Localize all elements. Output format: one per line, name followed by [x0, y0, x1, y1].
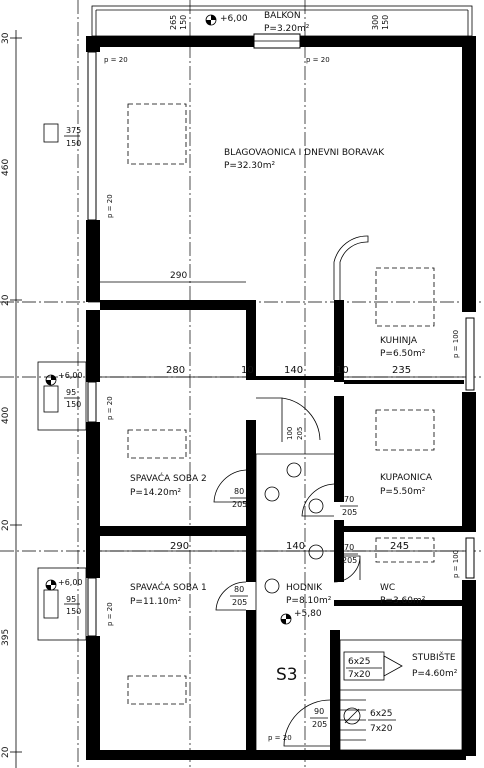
hodnik-name: HODNIK: [286, 583, 323, 593]
wc-name: WC: [380, 583, 395, 593]
level-left-lower: +6,00: [58, 578, 83, 587]
p20-f: p = 20: [268, 734, 292, 742]
hodnik-area: P=8.10m²: [286, 596, 332, 606]
balcony: BALKON P=3.20m² 265 150 300 150 +6,00: [91, 5, 473, 37]
doors: 100 205 80 205 70 205 70 205 80 205 90 2…: [213, 397, 361, 747]
door-100: 100: [286, 427, 294, 440]
dim-395: 395: [1, 629, 11, 646]
kuhinja-area: P=6.50m²: [380, 349, 426, 359]
soba1-name: SPAVAĆA SOBA 1: [130, 581, 207, 593]
balkon-area: P=3.20m²: [264, 24, 310, 34]
dim-280: 280: [166, 365, 185, 376]
kuhinja-name: KUHINJA: [380, 336, 418, 346]
balkon-name: BALKON: [264, 11, 301, 21]
win-150b: 150: [66, 607, 81, 616]
p100-a: p = 100: [452, 330, 460, 358]
win-95b: 95: [66, 595, 76, 604]
p100-b: p = 100: [452, 550, 460, 578]
dim-140-a: 140: [284, 365, 303, 376]
stubiste-name: STUBIŠTE: [412, 651, 456, 663]
room-labels: BLAGOVAONICA I DNEVNI BORAVAK P=32.30m² …: [130, 148, 433, 607]
dim-10-b: 10: [336, 365, 349, 376]
boravak-name: BLAGOVAONICA I DNEVNI BORAVAK: [224, 148, 385, 158]
dim-235: 235: [392, 365, 411, 376]
win-375: 375: [66, 126, 81, 135]
dim-20-b: 20: [1, 519, 11, 531]
dim-290-a: 290: [170, 271, 187, 281]
door-205a: 205: [296, 427, 304, 440]
window-legend: 375 150 +6,00 95 150 +6,00 95 150: [37, 123, 87, 641]
dimension-row-middle: 280 10 140 10 235: [100, 365, 464, 378]
soba2-name: SPAVAĆA SOBA 2: [130, 472, 207, 484]
p20-b: p = 20: [306, 56, 330, 64]
wc-area: P=3.60m²: [380, 596, 426, 606]
dim-290-b: 290: [170, 541, 189, 552]
door-80b: 80: [234, 585, 244, 594]
p20-d: p = 20: [106, 396, 114, 420]
dim-20-c: 20: [1, 746, 11, 758]
door-80a: 80: [234, 487, 244, 496]
door-205d: 205: [342, 556, 357, 565]
dim-245: 245: [390, 541, 409, 552]
hall-lights: [255, 453, 334, 752]
kupaonica-area: P=5.50m²: [380, 487, 426, 497]
p20-a: p = 20: [104, 56, 128, 64]
stair-a-top: 6x25: [348, 657, 371, 667]
dim-top-300: 300: [371, 15, 380, 30]
dim-140-b: 140: [286, 541, 305, 552]
level-hall: +5,80: [294, 609, 322, 619]
dim-20-a: 20: [1, 294, 11, 306]
stair-label: S3: [276, 665, 298, 685]
door-70a: 70: [344, 495, 354, 504]
dim-top-265: 265: [169, 15, 178, 30]
stubiste-area: P=4.60m²: [412, 669, 458, 679]
door-205e: 205: [232, 598, 247, 607]
dashed-elements: [127, 103, 435, 705]
left-dimension-chain: 460 30 20 400 20 395 20: [1, 30, 22, 768]
level-left-upper: +6,00: [58, 371, 83, 380]
stair-a-bottom: 7x20: [348, 670, 371, 680]
soba2-area: P=14.20m²: [130, 488, 182, 498]
dim-30: 30: [1, 32, 11, 44]
dimension-row-lower: 290 140 245: [100, 541, 464, 552]
stair-b-top: 6x25: [370, 709, 393, 719]
win-150a: 150: [66, 400, 81, 409]
door-70b: 70: [344, 543, 354, 552]
level-top: +6,00: [220, 14, 248, 24]
door-205b: 205: [232, 500, 247, 509]
p20-e: p = 20: [106, 602, 114, 626]
staircase: 6x25 7x20 STUBIŠTE P=4.60m² 6x25 7x20: [339, 639, 463, 751]
hall-level-marker: +5,80: [280, 609, 322, 625]
door-90: 90: [314, 707, 324, 716]
win-150: 150: [66, 139, 81, 148]
dim-top-150b: 150: [381, 15, 390, 30]
outer-walls: [86, 33, 476, 760]
stair-b-bottom: 7x20: [370, 724, 393, 734]
dim-10-a: 10: [241, 365, 254, 376]
soba1-area: P=11.10m²: [130, 597, 182, 607]
win-95a: 95: [66, 388, 76, 397]
kupaonica-name: KUPAONICA: [380, 473, 433, 483]
dim-400: 400: [1, 407, 11, 424]
boravak-area: P=32.30m²: [224, 161, 276, 171]
window-notes: p = 20 p = 20 p = 20 p = 20 p = 20 p = 2…: [104, 56, 460, 742]
door-205c: 205: [342, 508, 357, 517]
p20-c: p = 20: [106, 194, 114, 218]
dim-460: 460: [1, 159, 11, 176]
door-205f: 205: [312, 720, 327, 729]
dim-top-150: 150: [179, 15, 188, 30]
